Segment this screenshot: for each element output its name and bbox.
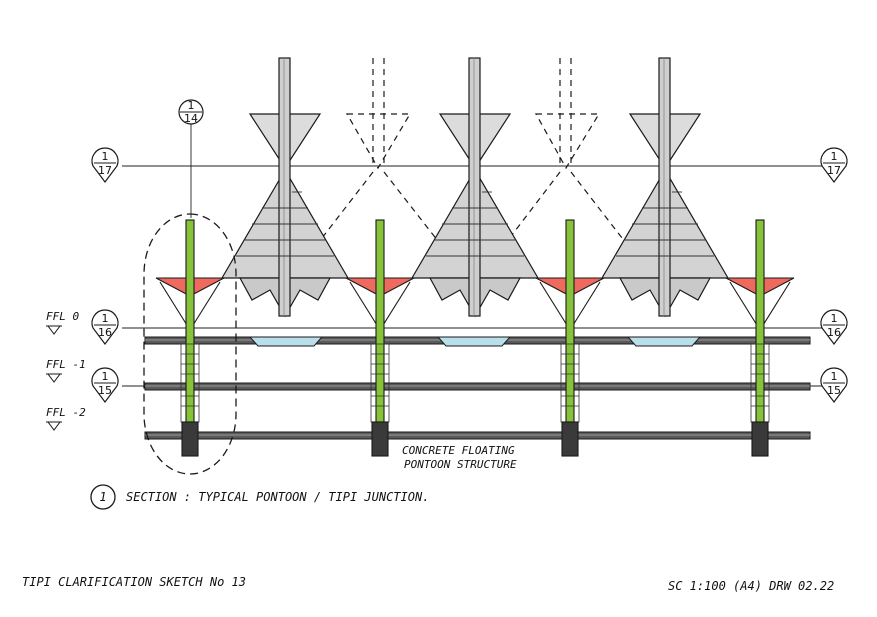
grid-marker-14: 1 14 bbox=[178, 99, 204, 125]
svg-text:1: 1 bbox=[102, 150, 109, 163]
section-number-circle bbox=[90, 484, 116, 510]
grid-marker-16-right: 1 16 bbox=[820, 309, 848, 345]
svg-text:FFL 0: FFL 0 bbox=[46, 310, 79, 323]
mast-assembly-3 bbox=[535, 219, 605, 457]
level-ffl0: FFL 0 bbox=[46, 310, 79, 335]
mast-assembly-4 bbox=[725, 219, 795, 457]
svg-text:17: 17 bbox=[98, 164, 112, 177]
sheet-title: TIPI CLARIFICATION SKETCH No 13 bbox=[22, 575, 246, 589]
water-opening-1 bbox=[248, 336, 324, 347]
svg-text:1: 1 bbox=[831, 370, 838, 383]
water-openings bbox=[248, 336, 702, 347]
svg-text:1: 1 bbox=[831, 312, 838, 325]
water-opening-3 bbox=[626, 336, 702, 347]
svg-text:SECTION : TYPICAL PONTOON / TI: SECTION : TYPICAL PONTOON / TIPI JUNCTIO… bbox=[126, 490, 429, 504]
detail-callout-outline bbox=[143, 213, 237, 475]
tipi-2 bbox=[410, 57, 540, 318]
svg-text:17: 17 bbox=[827, 164, 841, 177]
scale-info: SC 1:100 (A4) DRW 02.22 bbox=[668, 579, 834, 593]
level-ffl1: FFL -1 bbox=[46, 358, 86, 383]
svg-text:16: 16 bbox=[827, 326, 841, 339]
grid-marker-16-left: 1 16 bbox=[91, 309, 119, 345]
svg-text:CONCRETE FLOATING: CONCRETE FLOATING bbox=[402, 444, 515, 457]
svg-text:FFL -1: FFL -1 bbox=[46, 358, 86, 371]
tipi-3 bbox=[600, 57, 730, 318]
svg-text:15: 15 bbox=[827, 384, 841, 397]
mast-assembly-1 bbox=[155, 219, 225, 457]
grid-marker-15-left: 1 15 bbox=[91, 367, 119, 403]
svg-text:1: 1 bbox=[831, 150, 838, 163]
svg-text:1: 1 bbox=[102, 370, 109, 383]
svg-text:1: 1 bbox=[188, 99, 195, 112]
dashed-tipis bbox=[287, 58, 657, 283]
mast-assembly-2 bbox=[345, 219, 415, 457]
water-opening-2 bbox=[436, 336, 512, 347]
section-title: 1 SECTION : TYPICAL PONTOON / TIPI JUNCT… bbox=[90, 484, 429, 510]
svg-text:FFL -2: FFL -2 bbox=[46, 406, 86, 419]
svg-text:16: 16 bbox=[98, 326, 112, 339]
grid-marker-15-right: 1 15 bbox=[820, 367, 848, 403]
svg-text:15: 15 bbox=[98, 384, 112, 397]
grid-marker-17-right: 1 17 bbox=[820, 147, 848, 183]
svg-text:PONTOON STRUCTURE: PONTOON STRUCTURE bbox=[404, 458, 517, 471]
pontoon-annotation: CONCRETE FLOATING PONTOON STRUCTURE bbox=[402, 444, 517, 471]
level-ffl2: FFL -2 bbox=[46, 406, 86, 431]
grid-marker-17-left: 1 17 bbox=[91, 147, 119, 183]
svg-text:14: 14 bbox=[184, 112, 198, 125]
tipi-1 bbox=[220, 57, 350, 318]
svg-text:1: 1 bbox=[102, 312, 109, 325]
svg-text:1: 1 bbox=[99, 490, 106, 504]
pontoon-decks bbox=[144, 336, 811, 440]
